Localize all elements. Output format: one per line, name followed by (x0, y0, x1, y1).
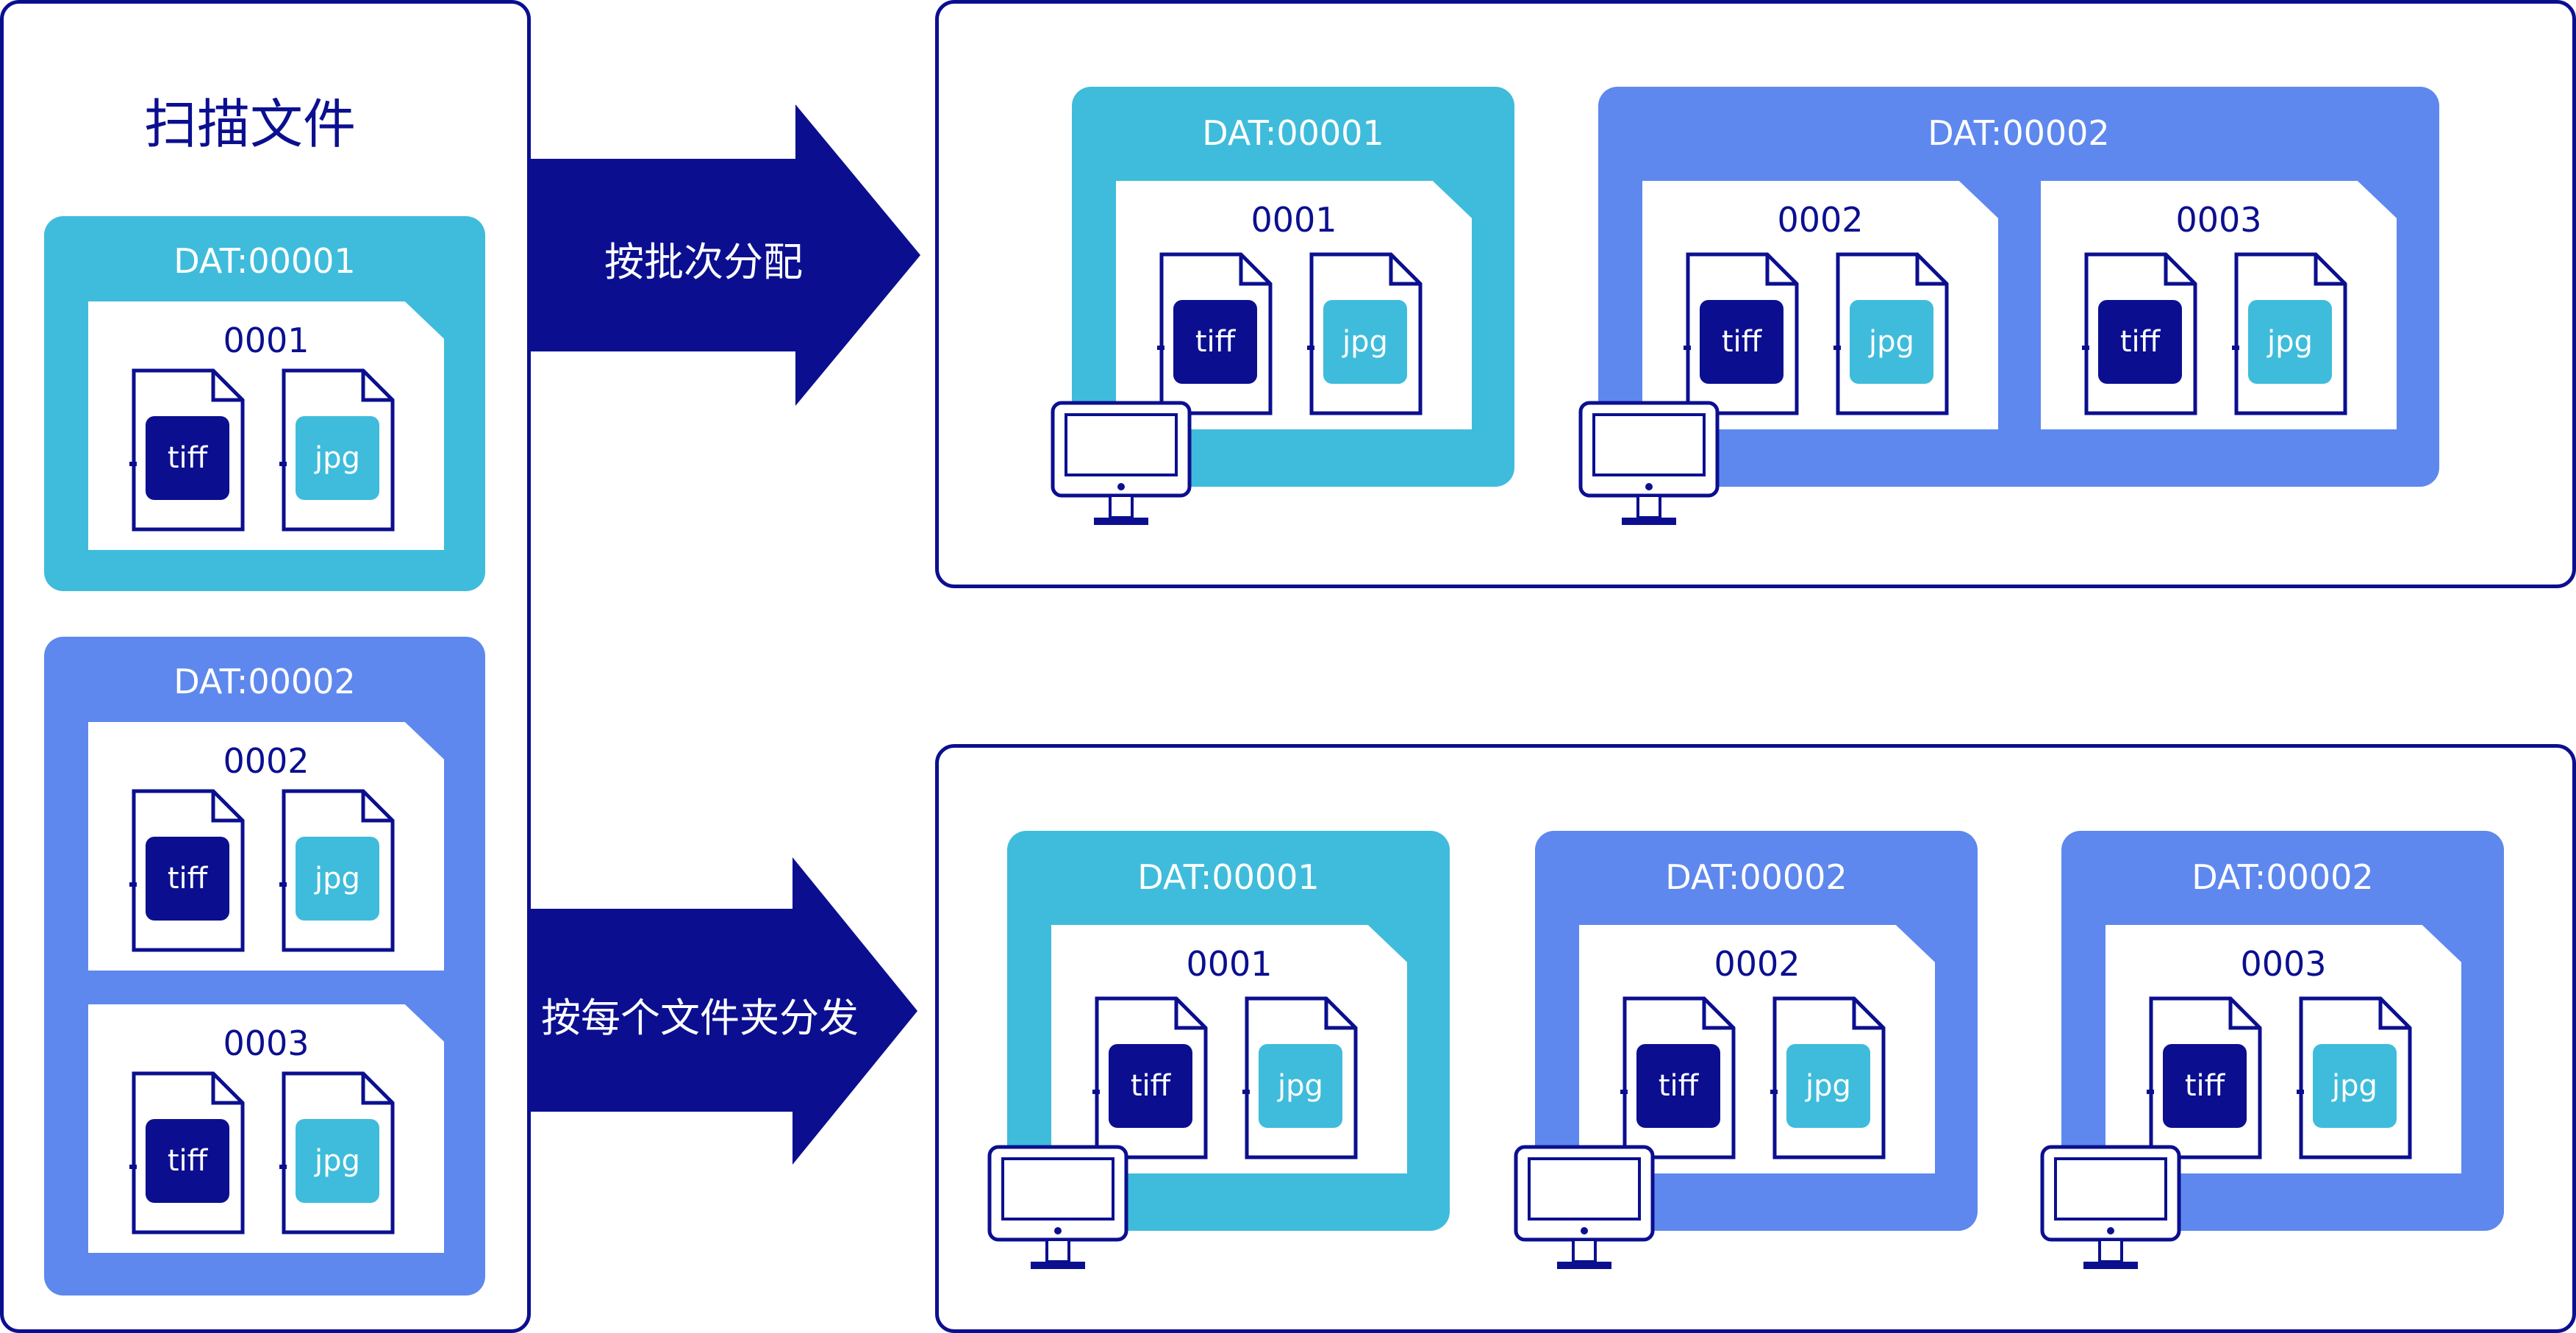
left-panel-dat-00002: DAT:00002 0002 tiff jpg 0003 tiff jpg (44, 637, 485, 1296)
document-icon: jpg (276, 788, 397, 954)
monitor-icon (987, 1144, 1129, 1273)
jpg-badge: jpg (1259, 1044, 1342, 1128)
document-icon: tiff (1617, 996, 1738, 1162)
document-icon: tiff (1681, 251, 1801, 418)
top-panel-dat-00002: DAT:00002 0002 tiff jpg 0003 tiff jpg (1598, 87, 2439, 487)
tiff-badge: tiff (146, 416, 229, 500)
bottom-panel-dat-00002-a: DAT:00002 0002 tiff jpg (1535, 831, 1978, 1231)
jpg-badge: jpg (2248, 300, 2332, 384)
jpg-badge: jpg (1323, 300, 1407, 384)
document-icon: jpg (1239, 996, 1360, 1162)
jpg-badge: jpg (296, 416, 379, 500)
folder-label: 0002 (1777, 200, 1864, 240)
folder-0003: 0003 tiff jpg (2041, 181, 2397, 429)
document-icon: tiff (1154, 251, 1275, 418)
jpg-badge: jpg (1786, 1044, 1870, 1128)
jpg-badge: jpg (1850, 300, 1933, 384)
folder-label: 0003 (2240, 944, 2327, 984)
bottom-panel-dat-00001: DAT:00001 0001 tiff jpg (1007, 831, 1450, 1231)
panel-label: DAT:00001 (1137, 857, 1320, 897)
folder-0003: 0003 tiff jpg (88, 1004, 444, 1253)
folder-label: 0001 (223, 321, 310, 360)
folder-0001: 0001 tiff jpg (1051, 925, 1407, 1173)
panel-label: DAT:00001 (173, 241, 356, 281)
folder-0002: 0002 tiff jpg (88, 722, 444, 971)
document-icon: jpg (2294, 996, 2414, 1162)
document-icon: tiff (2079, 251, 2200, 418)
tiff-badge: tiff (1173, 300, 1257, 384)
folder-label: 0002 (1714, 944, 1800, 984)
folder-label: 0001 (1186, 944, 1273, 984)
document-icon: tiff (126, 368, 247, 534)
monitor-icon (1578, 400, 1720, 529)
tiff-badge: tiff (2098, 300, 2182, 384)
tiff-badge: tiff (146, 837, 229, 921)
arrow-right-icon: 按批次分配 (531, 104, 920, 406)
monitor-icon (2039, 1144, 2182, 1273)
folder-label: 0003 (2175, 200, 2262, 240)
document-icon: tiff (126, 788, 247, 954)
panel-label: DAT:00002 (2192, 857, 2374, 897)
document-icon: jpg (276, 368, 397, 534)
folder-label: 0002 (223, 741, 310, 781)
arrow-label-by-folder: 按每个文件夹分发 (541, 995, 859, 1041)
panel-label: DAT:00001 (1202, 113, 1384, 153)
tiff-badge: tiff (146, 1119, 229, 1203)
document-icon: jpg (1831, 251, 1951, 418)
document-icon: tiff (126, 1071, 247, 1237)
scan-files-title: 扫描文件 (144, 93, 357, 155)
folder-0002: 0002 tiff jpg (1579, 925, 1935, 1173)
tiff-badge: tiff (1109, 1044, 1192, 1128)
tiff-badge: tiff (2163, 1044, 2247, 1128)
folder-0001: 0001 tiff jpg (88, 301, 444, 550)
arrow-right-icon: 按每个文件夹分发 (528, 857, 917, 1165)
tiff-badge: tiff (1636, 1044, 1720, 1128)
folder-0003: 0003 tiff jpg (2105, 925, 2461, 1173)
folder-label: 0001 (1251, 200, 1337, 240)
document-icon: jpg (2229, 251, 2350, 418)
document-icon: jpg (1767, 996, 1888, 1162)
document-icon: tiff (1090, 996, 1210, 1162)
monitor-icon (1050, 400, 1192, 529)
jpg-badge: jpg (296, 837, 379, 921)
jpg-badge: jpg (296, 1119, 379, 1203)
tiff-badge: tiff (1700, 300, 1783, 384)
folder-0001: 0001 tiff jpg (1116, 181, 1472, 429)
document-icon: jpg (276, 1071, 397, 1237)
panel-label: DAT:00002 (173, 662, 356, 701)
monitor-icon (1513, 1144, 1656, 1273)
arrow-label-by-batch: 按批次分配 (604, 239, 803, 285)
panel-label: DAT:00002 (1928, 113, 2110, 153)
panel-label: DAT:00002 (1665, 857, 1847, 897)
document-icon: tiff (2144, 996, 2264, 1162)
jpg-badge: jpg (2313, 1044, 2397, 1128)
left-panel-dat-00001: DAT:00001 0001 tiff jpg (44, 216, 485, 591)
document-icon: jpg (1304, 251, 1425, 418)
folder-label: 0003 (223, 1023, 310, 1063)
folder-0002: 0002 tiff jpg (1642, 181, 1998, 429)
